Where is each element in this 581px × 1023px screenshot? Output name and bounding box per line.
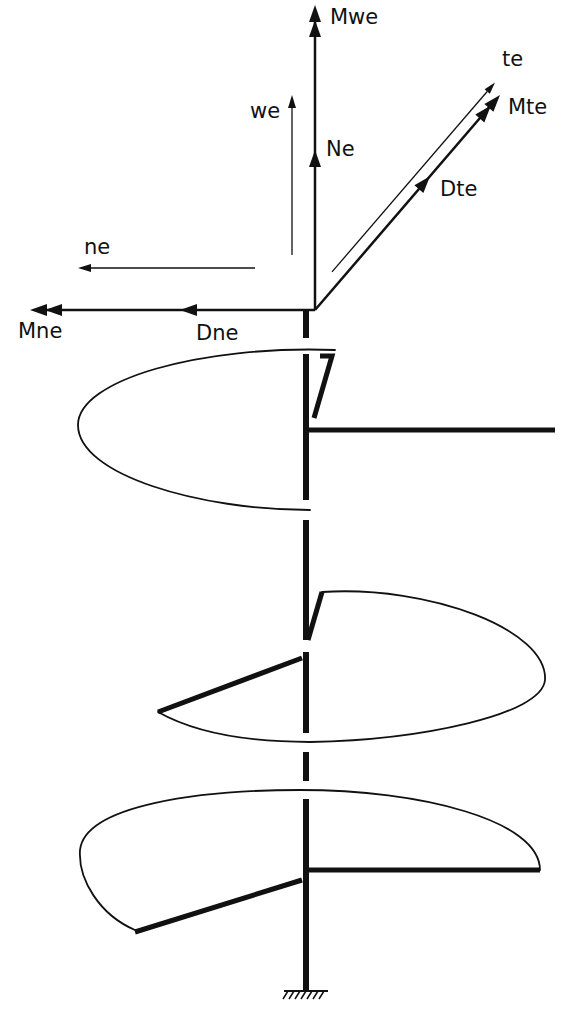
axis-label: Mte [508,96,547,119]
column-segment [303,752,309,781]
arm [314,356,332,418]
arrowhead [309,150,321,167]
arrowhead [309,20,321,37]
helix-outline [78,350,545,930]
arm [308,592,322,640]
axis-label: te [502,48,523,71]
arm [135,880,302,932]
support-hatch [283,991,324,999]
helix-turn [80,790,540,930]
arms [135,356,555,932]
axes [40,14,492,310]
axis-line [40,309,315,312]
column-segment [303,520,309,640]
helix-turn [158,591,545,742]
arrowhead [414,176,430,193]
axis-label: Dte [440,178,477,201]
axis-line [315,104,492,310]
arrowhead [45,304,62,316]
axis-label: Mwe [330,6,378,29]
arrowhead [485,82,495,93]
axis-label: Mne [18,320,62,343]
axis-label: ne [84,236,110,259]
axis-label: we [250,100,280,123]
column-segment [303,310,309,338]
arrowhead [288,95,296,108]
arm [158,658,302,712]
arrowhead [30,304,47,316]
arrowhead [475,106,491,123]
column [303,310,309,990]
arrowhead [309,5,321,22]
arrowhead [180,304,197,316]
arm [308,428,555,433]
arrowhead [78,264,91,272]
column-segment [303,799,309,990]
fixed-support [283,991,328,999]
axis-label: Ne [326,138,355,161]
axis-label: Dne [196,322,238,345]
column-segment [303,354,309,500]
column-segment [303,652,309,733]
unit-vector [291,104,292,255]
unit-vector [332,92,487,272]
arrowheads [30,5,500,316]
helix-turn [78,350,335,510]
arm [306,868,540,873]
unit-vector [88,267,255,268]
